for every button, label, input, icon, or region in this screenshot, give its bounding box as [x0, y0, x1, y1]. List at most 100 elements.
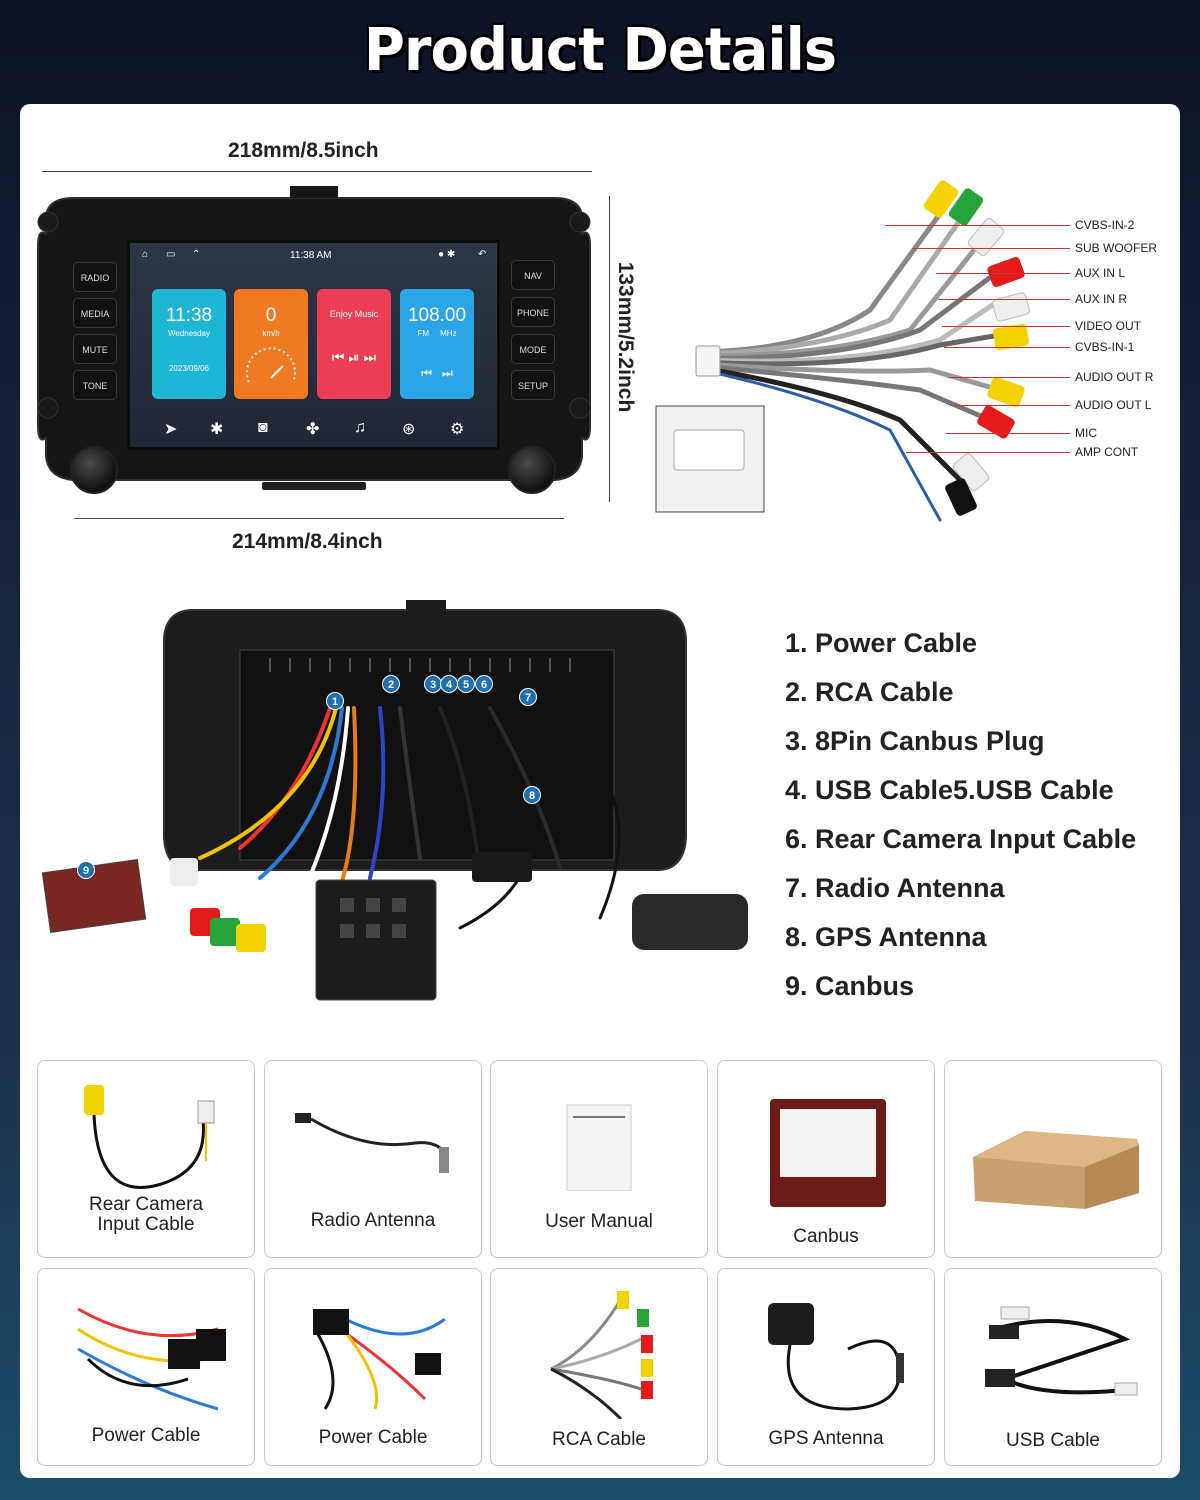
rca-label-cvbs-in-2: CVBS-IN-2	[1075, 218, 1135, 232]
navigation-icon[interactable]: ➤	[164, 421, 178, 438]
rca-label-video-out: VIDEO OUT	[1075, 319, 1142, 333]
rca-leader-line	[950, 405, 1070, 406]
back-icon: ↶	[478, 249, 487, 260]
clock-time: 11:38	[165, 305, 213, 326]
rca-leader-line	[906, 452, 1070, 453]
mode-button[interactable]: MODE	[511, 334, 555, 364]
radio-band: FM MHz	[417, 329, 457, 338]
port-list-item: 9. Canbus	[785, 971, 915, 1001]
rca-label-aux-in-l: AUX IN L	[1075, 266, 1126, 280]
head-unit-screen: ⌂ ▭ ⌃ 11:38 AM ● ✱ ↶ 11:38 Wednesday 202…	[127, 240, 500, 450]
accessory-card-rca-cable: RCA Cable	[490, 1268, 708, 1466]
user-manual-image	[566, 1104, 632, 1191]
accessory-label: Radio Antenna	[310, 1210, 436, 1231]
apps-icon[interactable]: ✤	[306, 421, 320, 438]
radio-frequency: 108.00	[407, 305, 467, 326]
gps-antenna-image	[768, 1303, 904, 1411]
nav-button[interactable]: NAV	[511, 260, 555, 290]
port-badge-2: 2	[382, 675, 400, 693]
accessory-label: User Manual	[545, 1211, 653, 1232]
accessory-card-box	[944, 1060, 1162, 1258]
port-badge-6: 6	[475, 675, 493, 693]
power-cable-image	[77, 1307, 226, 1411]
power-cable-2-image	[313, 1309, 446, 1410]
accessory-card-usb-cable: USB Cable	[944, 1268, 1162, 1466]
top-width-label: 218mm/8.5inch	[228, 139, 379, 162]
height-label: 133mm/5.2inch	[614, 261, 637, 413]
accessory-card-canbus: Canbus	[717, 1060, 935, 1258]
accessory-label: Power Cable	[318, 1427, 428, 1448]
music-tile[interactable]: Enjoy Music ⏮ ⏯ ⏭	[317, 289, 391, 399]
usb-cable-image	[985, 1306, 1138, 1396]
bluetooth-icon[interactable]: ✱	[210, 421, 224, 438]
radio-antenna-image	[295, 1113, 449, 1173]
cardboard-box-image	[973, 1131, 1139, 1209]
rca-cable-diagram	[655, 180, 1030, 522]
port-list-item: 4. USB Cable5.USB Cable	[785, 775, 1114, 805]
radio-tile[interactable]: 108.00 FM MHz ⏮ ⏭	[400, 289, 474, 399]
accessory-label: RCA Cable	[552, 1429, 646, 1450]
accessory-card-radio-antenna: Radio Antenna	[264, 1060, 482, 1258]
rca-label-aux-in-r: AUX IN R	[1075, 292, 1128, 306]
port-list-item: 6. Rear Camera Input Cable	[785, 824, 1137, 854]
accessory-card-power-cable-2: Power Cable	[264, 1268, 482, 1466]
port-badge-7: 7	[519, 688, 537, 706]
rca-label-mic: MIC	[1075, 426, 1097, 440]
port-badge-1: 1	[326, 692, 344, 710]
accessory-card-rear-camera-cable: Rear Camera Input Cable	[37, 1060, 255, 1258]
accessory-label: GPS Antenna	[768, 1428, 884, 1449]
rca-label-audio-out-r: AUDIO OUT R	[1075, 370, 1154, 384]
clock-date: 2023/09/06	[168, 364, 210, 373]
radio-button[interactable]: RADIO	[73, 262, 117, 292]
media-button[interactable]: MEDIA	[73, 298, 117, 328]
clock-day: Wednesday	[167, 329, 211, 338]
port-list-item: 2. RCA Cable	[785, 677, 954, 707]
tone-button[interactable]: TONE	[73, 370, 117, 400]
setup-button[interactable]: SETUP	[511, 370, 555, 400]
speed-unit: km/h	[262, 329, 280, 338]
radio-controls-icon: ⏮ ⏭	[421, 366, 453, 380]
bottom-width-line	[74, 518, 564, 519]
clock-tile[interactable]: 11:38 Wednesday 2023/09/06	[152, 289, 226, 399]
port-list-item: 1. Power Cable	[785, 628, 978, 658]
music-note-icon[interactable]: ♫	[354, 419, 366, 436]
left-knob[interactable]	[70, 446, 118, 494]
phone-button[interactable]: PHONE	[511, 297, 555, 327]
speedometer-icon	[246, 347, 296, 383]
steering-wheel-icon[interactable]: ⊛	[402, 421, 416, 438]
accessory-label: USB Cable	[1006, 1430, 1100, 1451]
rca-leader-line	[912, 248, 1070, 249]
right-knob[interactable]	[508, 446, 556, 494]
rca-leader-line	[942, 326, 1070, 327]
height-line	[609, 196, 610, 502]
accessory-label: Power Cable	[91, 1425, 201, 1446]
port-badge-4: 4	[440, 675, 458, 693]
port-list-item: 7. Radio Antenna	[785, 873, 1005, 903]
rear-camera-cable-image	[84, 1085, 215, 1189]
accessory-card-user-manual: User Manual	[490, 1060, 708, 1258]
window-icon: ▭	[166, 249, 176, 260]
speed-tile[interactable]: 0 km/h	[234, 289, 308, 399]
rca-cable-image	[550, 1291, 653, 1419]
port-badge-8: 8	[523, 786, 541, 804]
rca-leader-line	[936, 273, 1070, 274]
page-title: Product Details	[363, 16, 837, 85]
home-icon: ⌂	[142, 249, 149, 260]
mute-button[interactable]: MUTE	[73, 334, 117, 364]
head-unit-rear	[41, 600, 748, 1001]
location-bluetooth-icon: ● ✱	[438, 249, 456, 260]
up-chevron-icon: ⌃	[192, 249, 201, 260]
bottom-width-label: 214mm/8.4inch	[232, 530, 383, 553]
rca-leader-line	[948, 377, 1070, 378]
accessory-card-gps-antenna: GPS Antenna	[717, 1268, 935, 1466]
canbus-image	[770, 1099, 886, 1207]
port-badge-5: 5	[457, 675, 475, 693]
rca-label-sub-woofer: SUB WOOFER	[1075, 241, 1158, 255]
music-label: Enjoy Music	[329, 309, 379, 319]
speed-value: 0	[265, 305, 277, 326]
rca-label-cvbs-in-1: CVBS-IN-1	[1075, 340, 1135, 354]
accessory-label: Canbus	[793, 1226, 859, 1247]
port-list-item: 3. 8Pin Canbus Plug	[785, 726, 1045, 756]
camera-icon[interactable]: ◙	[258, 419, 268, 436]
settings-icon[interactable]: ⚙	[450, 421, 465, 438]
